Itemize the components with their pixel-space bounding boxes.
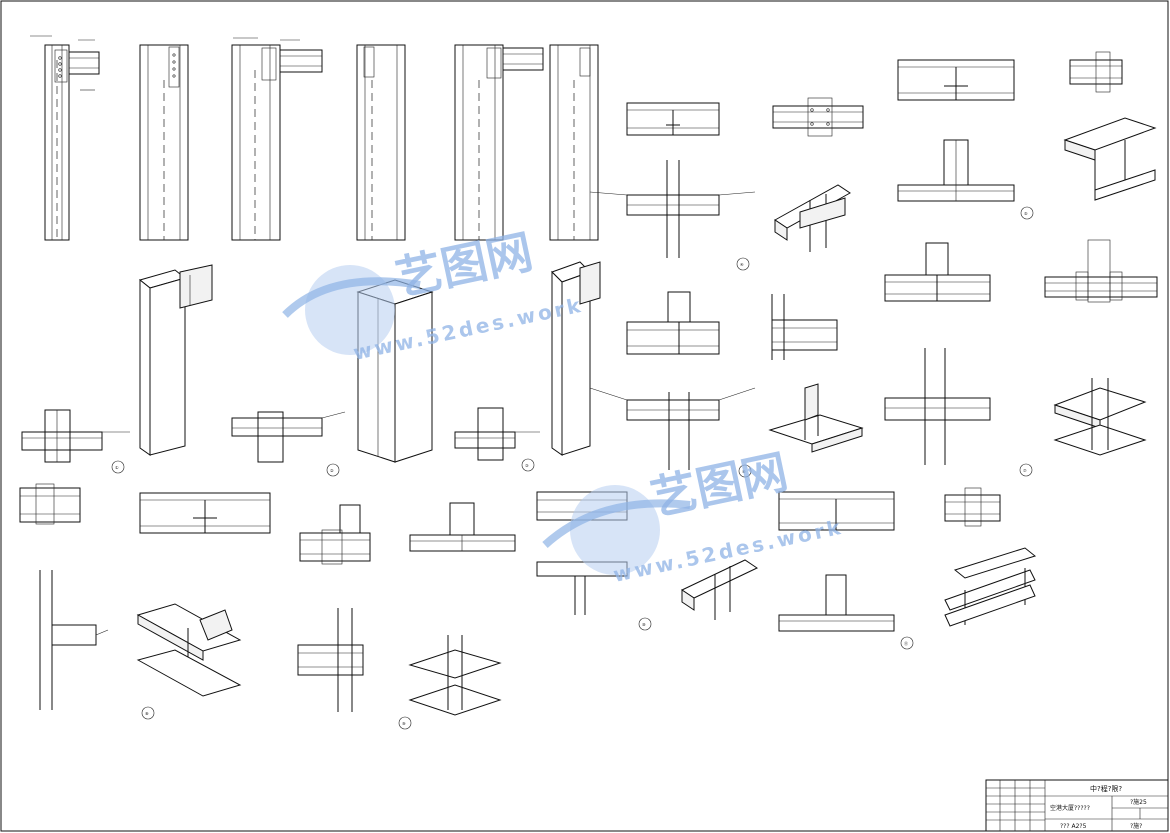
- watermark-text: 艺图网: [391, 224, 537, 306]
- column-elevation-4: [356, 44, 406, 241]
- title-block: 中?程?限? 空港大厦????? ?施25 ??? A2?5 ?施?: [985, 779, 1169, 832]
- beam-column-cross-joint: [589, 160, 756, 258]
- detail-marker-4: [736, 257, 750, 271]
- bolted-moment-joint-2: [1044, 239, 1158, 303]
- beam-column-joint-3: [589, 387, 756, 470]
- iso-beam-column-bottom: [680, 559, 759, 620]
- watermark-logo-2: 艺图网 www.52des.work: [542, 444, 845, 587]
- detail-marker-11: [900, 636, 914, 650]
- detail-marker-2: [326, 463, 340, 477]
- detail-marker-label: ③: [525, 463, 529, 468]
- column-elevation-1: [30, 35, 100, 241]
- detail-marker-1: [111, 460, 125, 474]
- iso-i-beam-1: [136, 603, 242, 697]
- beam-splice-elevation: [626, 102, 720, 136]
- iso-beam-cross-1: [774, 184, 851, 252]
- detail-marker-3: [521, 458, 535, 472]
- column-beam-node-3: [771, 294, 838, 360]
- detail-marker-label: ⑦: [1023, 468, 1027, 473]
- bottom-beam-elevation-2: [778, 491, 895, 531]
- iso-column-cross-2: [768, 383, 864, 453]
- detail-marker-8: [141, 706, 155, 720]
- detail-marker-label: ⑥: [742, 469, 746, 474]
- watermark-text: 艺图网: [646, 444, 792, 526]
- column-elevation-5: [454, 44, 544, 241]
- beam-top-elevation: [897, 59, 1015, 101]
- bottom-joint-right: [944, 487, 1001, 527]
- watermark-logo-1: 艺图网 www.52des.work: [282, 224, 585, 365]
- column-iso-3: [551, 261, 601, 456]
- detail-marker-5: [1020, 206, 1034, 220]
- bottom-column-stub: [39, 570, 109, 710]
- detail-marker-label: ④: [740, 262, 744, 267]
- detail-marker-label: ⑪: [904, 640, 908, 646]
- title-block-sheet: ??? A2?5: [1060, 823, 1087, 830]
- column-elevation-6: [549, 44, 599, 241]
- bolted-moment-joint-1: [772, 97, 864, 137]
- bottom-tee-1: [409, 502, 516, 552]
- title-block-note: ?施?: [1130, 822, 1142, 830]
- bottom-joint-2: [299, 504, 371, 565]
- joint-detail-c: [454, 407, 540, 461]
- column-elevation-2: [139, 44, 189, 241]
- detail-marker-label: ②: [330, 468, 334, 473]
- bottom-tee-2: [778, 574, 895, 632]
- beam-tee-joint-2: [884, 242, 991, 302]
- detail-marker-10: [638, 617, 652, 631]
- column-elevation-3: [231, 37, 323, 241]
- title-block-drawing-no: ?施25: [1130, 798, 1147, 806]
- joint-detail-b: [231, 411, 346, 463]
- title-block-project: 空港大厦?????: [1050, 804, 1090, 812]
- detail-marker-label: ⑨: [402, 721, 406, 726]
- detail-marker-9: [398, 716, 412, 730]
- detail-marker-7: [1019, 463, 1033, 477]
- corner-joint-elevation: [1069, 51, 1123, 93]
- beam-column-joint-2: [626, 291, 720, 355]
- iso-cross-joint-3: [1053, 378, 1147, 456]
- detail-marker-label: ⑧: [145, 711, 149, 716]
- iso-beam-corner-1: [1063, 117, 1157, 201]
- bottom-joint-1: [19, 483, 81, 525]
- title-block-company: 中?程?限?: [1090, 784, 1122, 793]
- joint-detail-a: [21, 409, 130, 463]
- detail-marker-label: ⑤: [1024, 211, 1028, 216]
- detail-marker-6: [738, 464, 752, 478]
- beam-tee-joint-1: [897, 139, 1015, 202]
- column-iso-1: [138, 264, 213, 456]
- bottom-beam-elevation: [139, 492, 271, 534]
- detail-marker-label: ⑩: [642, 622, 646, 627]
- iso-i-beam-right: [944, 547, 1037, 627]
- iso-cross-joint-bottom: [408, 635, 502, 716]
- detail-marker-group: ① ② ③ ④ ⑤ ⑥ ⑦ ⑧ ⑨ ⑩ ⑪: [111, 206, 1034, 730]
- detail-marker-label: ①: [115, 465, 119, 470]
- column-beam-cross-node-4: [884, 348, 991, 465]
- bottom-joint-3: [297, 608, 364, 712]
